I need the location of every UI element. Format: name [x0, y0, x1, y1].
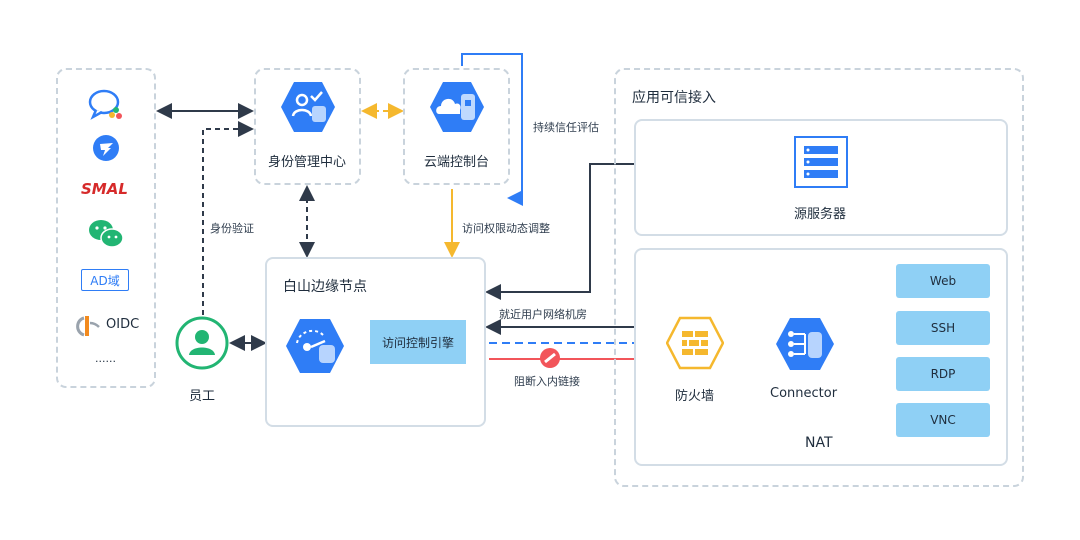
label-nearby-room: 就近用户网络机房 — [499, 308, 587, 321]
label-block-inbound: 阻断入内链接 — [514, 375, 580, 388]
cloud-console-box — [403, 68, 510, 185]
origin-server-label: 源服务器 — [794, 207, 847, 222]
chat-bubble-icon — [88, 88, 124, 124]
connector-icon — [776, 318, 834, 370]
wechat-icon — [87, 218, 125, 254]
firewall-label: 防火墙 — [675, 389, 715, 404]
dingtalk-icon — [92, 134, 120, 166]
server-icon — [794, 136, 848, 188]
label-dynamic-adjust: 访问权限动态调整 — [462, 222, 550, 235]
identity-center-box — [254, 68, 361, 185]
service-ssh: SSH — [896, 311, 990, 345]
ad-domain-badge: AD域 — [81, 269, 129, 291]
identity-icon — [281, 82, 335, 132]
ad-domain-label: AD域 — [90, 273, 120, 288]
connector-label: Connector — [770, 386, 838, 401]
idp-smal: SMAL — [81, 180, 128, 198]
app-access-title: 应用可信接入 — [632, 90, 716, 106]
edge-node-title: 白山边缘节点 — [283, 279, 367, 295]
blocked-icon — [540, 348, 560, 368]
employee-icon — [175, 316, 229, 370]
app-access-region — [614, 68, 1024, 487]
employee-label: 员工 — [189, 389, 216, 404]
idp-oidc: OIDC — [106, 317, 140, 332]
access-engine-label: 访问控制引擎 — [381, 335, 454, 350]
service-rdp: RDP — [896, 357, 990, 391]
cloud-console-icon — [430, 82, 484, 132]
service-web: Web — [896, 264, 990, 298]
cloud-console-label: 云端控制台 — [424, 155, 490, 170]
label-continuous-trust: 持续信任评估 — [533, 121, 599, 134]
edge-continuous-trust-loop — [461, 53, 523, 206]
firewall-icon — [666, 316, 724, 370]
idp-more: ...... — [95, 352, 116, 365]
edge-employee-identity — [202, 121, 254, 315]
access-engine-box: 访问控制引擎 — [370, 320, 466, 364]
identity-center-label: 身份管理中心 — [268, 155, 347, 170]
idp-panel — [56, 68, 156, 388]
oidc-icon — [72, 314, 102, 342]
nat-label: NAT — [805, 435, 833, 451]
service-vnc: VNC — [896, 403, 990, 437]
label-identity-auth: 身份验证 — [210, 222, 254, 235]
edge-node-icon — [286, 319, 344, 373]
